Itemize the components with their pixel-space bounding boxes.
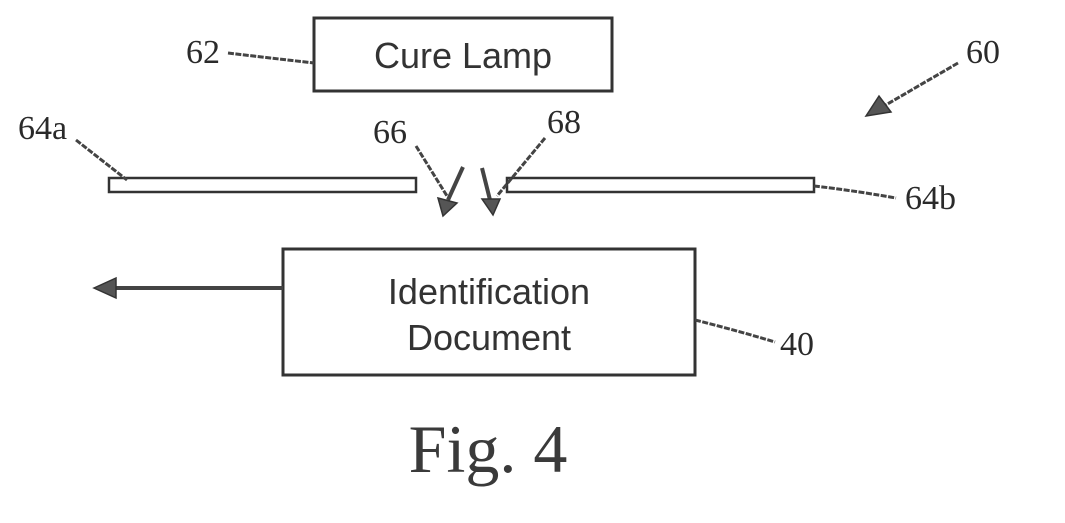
ref-64a: 64a xyxy=(18,110,67,147)
ref-66: 66 xyxy=(373,114,407,151)
plate-right xyxy=(507,178,814,192)
ref-68: 68 xyxy=(547,104,581,141)
nozzle-66-stem xyxy=(448,167,463,200)
leader-62 xyxy=(228,53,314,63)
document-label-line1: Identification xyxy=(388,271,590,312)
cure-lamp-label: Cure Lamp xyxy=(374,35,552,76)
arrowhead-60 xyxy=(866,96,891,116)
nozzle-68-stem xyxy=(482,168,490,200)
nozzle-66-arrowhead xyxy=(438,198,457,216)
document-label-line2: Document xyxy=(407,317,571,358)
motion-arrowhead xyxy=(94,278,116,298)
cure-lamp-block: Cure Lamp xyxy=(314,18,612,91)
leader-64b xyxy=(814,186,896,198)
ref-64b: 64b xyxy=(905,180,956,217)
identification-document-block: Identification Document xyxy=(283,249,695,375)
plate-left xyxy=(109,178,416,192)
ref-62: 62 xyxy=(186,34,220,71)
nozzle-68-arrowhead xyxy=(482,199,500,215)
figure-title: Fig. 4 xyxy=(409,411,568,487)
leader-40 xyxy=(695,320,775,342)
ref-60: 60 xyxy=(966,34,1000,71)
leader-64a xyxy=(76,140,127,180)
leader-60 xyxy=(884,63,958,106)
ref-40: 40 xyxy=(780,326,814,363)
leader-66 xyxy=(416,146,447,196)
